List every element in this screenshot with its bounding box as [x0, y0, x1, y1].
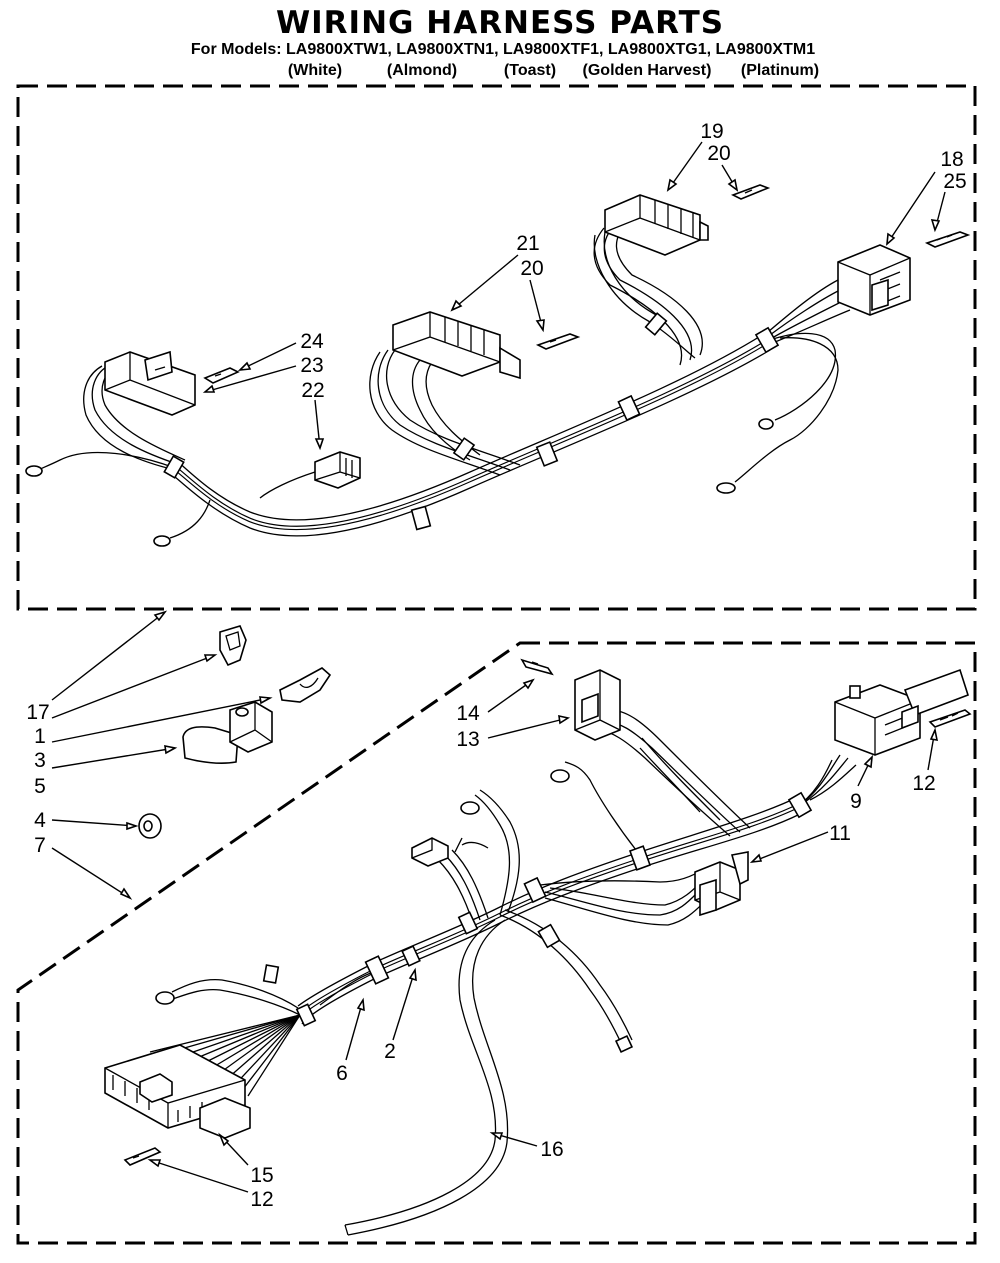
callout-12b: 12 [250, 1188, 273, 1211]
terminal-20a [730, 184, 771, 200]
callout-4: 4 [34, 809, 46, 832]
callout-18: 18 [940, 148, 963, 171]
connector-13 [574, 669, 621, 741]
color-label-white: (White) [288, 62, 342, 79]
callout-3: 3 [34, 749, 46, 772]
callout-20b: 20 [520, 257, 543, 280]
callout-6: 6 [336, 1062, 348, 1085]
loose-parts [138, 625, 332, 839]
callout-16: 16 [540, 1138, 563, 1161]
connector-19 [604, 194, 709, 256]
connector-9 [834, 668, 969, 756]
connector-18 [837, 244, 911, 316]
callout-19: 19 [700, 120, 723, 143]
connector-22 [259, 451, 361, 499]
upper-harness [25, 184, 971, 547]
callout-17: 17 [26, 701, 49, 724]
connector-left-upper [104, 350, 196, 416]
clip-part-1 [219, 625, 247, 667]
lower-leaders [147, 678, 939, 1193]
page-title: WIRING HARNESS PARTS [276, 5, 724, 41]
callout-9: 9 [850, 790, 862, 813]
connector-11 [694, 851, 749, 917]
lower-harness [104, 658, 972, 1236]
callout-11: 11 [829, 822, 851, 845]
callout-7: 7 [34, 834, 46, 857]
callout-2: 2 [384, 1040, 396, 1063]
callout-23: 23 [300, 354, 323, 377]
callout-25: 25 [943, 170, 966, 193]
grommet-part-4 [138, 813, 162, 839]
lower-harness-frame [16, 641, 977, 1245]
terminal-25 [924, 231, 971, 248]
callout-1: 1 [34, 725, 46, 748]
callout-22: 22 [301, 379, 324, 402]
terminal-14 [520, 658, 554, 676]
connector-small-top [411, 837, 489, 867]
clip-part-3 [279, 667, 332, 703]
terminal-12b [123, 1147, 162, 1166]
header: WIRING HARNESS PARTS For Models: LA9800X… [191, 5, 819, 79]
connector-21 [392, 311, 521, 380]
callout-12a: 12 [912, 772, 935, 795]
callout-24: 24 [300, 330, 324, 353]
color-label-almond: (Almond) [387, 62, 457, 79]
upper-harness-frame [16, 84, 977, 611]
upper-leaders [202, 141, 946, 451]
callout-14: 14 [456, 702, 480, 725]
clamp-part-5 [182, 701, 273, 765]
color-label-golden-harvest: (Golden Harvest) [583, 62, 712, 79]
callout-5: 5 [34, 775, 46, 798]
connector-15 [104, 1044, 251, 1139]
terminal-23-24 [203, 367, 240, 384]
models-line: For Models: LA9800XTW1, LA9800XTN1, LA98… [191, 41, 815, 58]
callout-13: 13 [456, 728, 479, 751]
color-label-platinum: (Platinum) [741, 62, 819, 79]
terminal-20b [535, 333, 581, 350]
color-label-toast: (Toast) [504, 62, 556, 79]
callout-21: 21 [516, 232, 539, 255]
callout-15: 15 [250, 1164, 273, 1187]
left-leaders [51, 610, 273, 900]
terminal-12a [928, 709, 972, 728]
callout-20a: 20 [707, 142, 730, 165]
